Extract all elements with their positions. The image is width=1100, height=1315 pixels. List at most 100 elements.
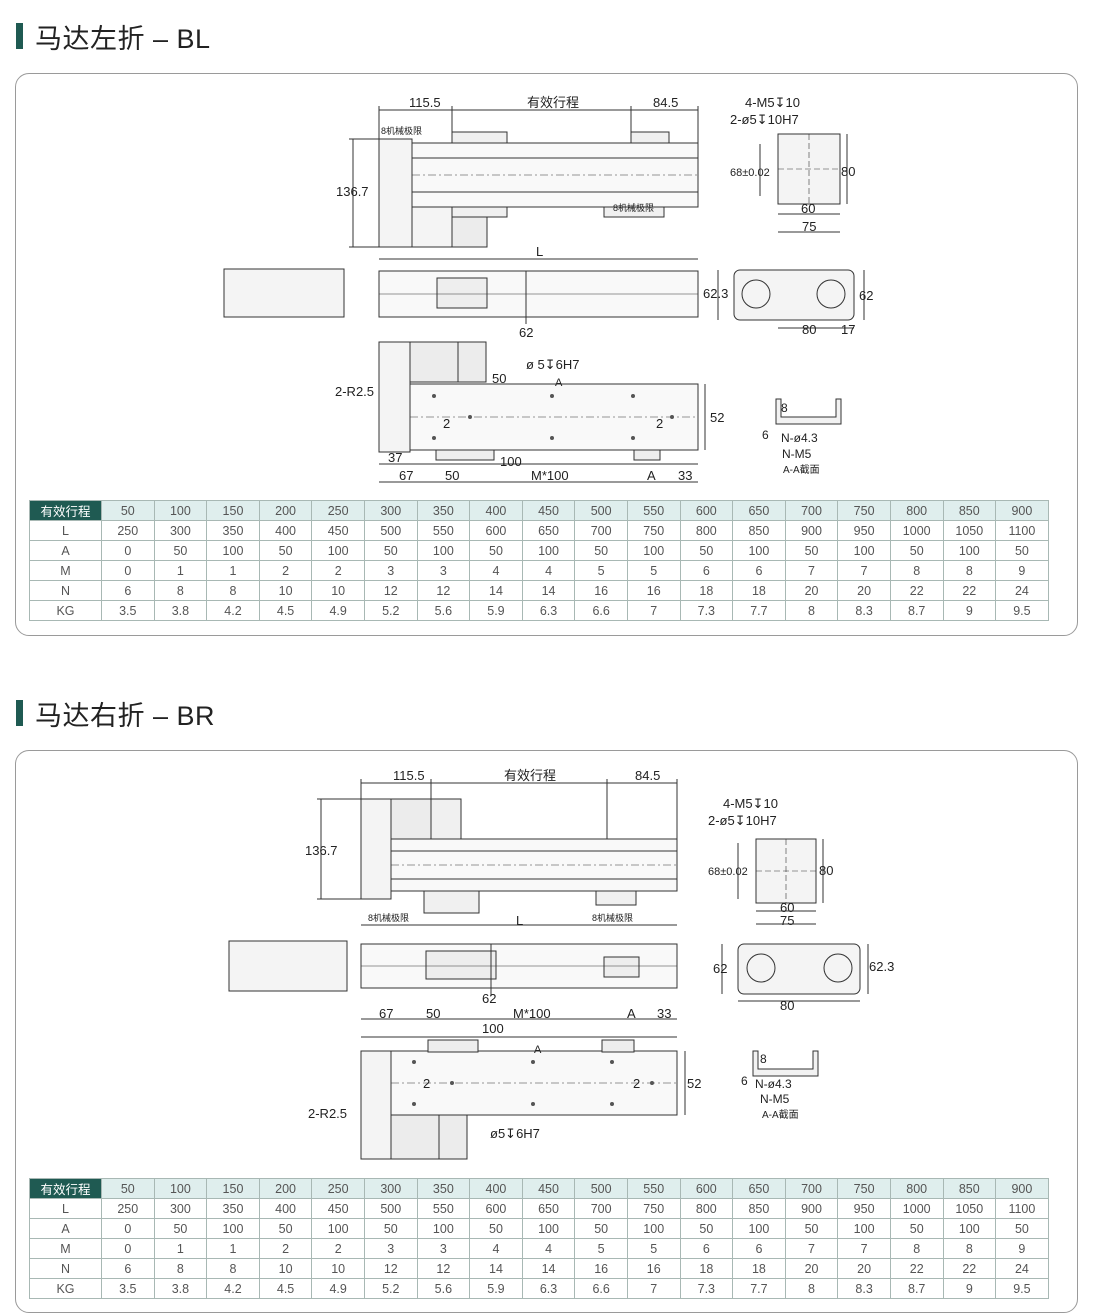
dim-67: 67: [379, 1006, 393, 1021]
header-stroke-cell: 100: [153, 500, 208, 521]
table-cell: 5: [574, 1238, 628, 1259]
dim-m100: M*100: [513, 1006, 551, 1021]
dim-L: L: [516, 913, 523, 928]
header-stroke-cell: 350: [416, 500, 471, 521]
dim-mech-limit-2: 8机械极限: [613, 202, 654, 213]
table-cell: 8: [942, 560, 997, 581]
table-cell: 50: [784, 1218, 839, 1239]
row-label-cell: M: [29, 560, 102, 581]
table-cell: 7.7: [732, 600, 786, 621]
header-stroke-cell: 600: [679, 500, 734, 521]
table-cell: 12: [363, 1258, 418, 1279]
table-cell: 6.3: [521, 1278, 576, 1299]
table-cell: 800: [679, 1198, 734, 1219]
motor-side-view: [228, 940, 348, 992]
header-label-cell: 有效行程: [29, 500, 102, 521]
table-cell: 4: [469, 560, 523, 581]
table-cell: 1100: [995, 520, 1049, 541]
table-cell: 50: [995, 540, 1049, 561]
table-cell: 7.7: [732, 1278, 786, 1299]
row-label-cell: L: [29, 520, 102, 541]
dim-50: 50: [426, 1006, 440, 1021]
table-cell: 700: [574, 1198, 628, 1219]
row-label-cell: A: [29, 1218, 102, 1239]
table-cell: 8.3: [837, 1278, 891, 1299]
end-view-middle: [737, 943, 861, 995]
dim-80: 80: [819, 863, 833, 878]
header-stroke-cell: 250: [311, 500, 365, 521]
table-cell: 350: [206, 520, 260, 541]
table-cell: 16: [574, 1258, 628, 1279]
table-cell: 7: [626, 600, 681, 621]
table-cell: 100: [521, 1218, 576, 1239]
dim-17: 17: [841, 322, 855, 337]
table-cell: 50: [995, 1218, 1049, 1239]
table-cell: 350: [206, 1198, 260, 1219]
table-cell: 18: [732, 1258, 786, 1279]
dim-A: A: [647, 468, 656, 483]
table-cell: 7: [626, 1278, 681, 1299]
table-cell: 400: [258, 1198, 313, 1219]
dim-mech-limit-2: 8机械极限: [592, 912, 633, 923]
table-cell: 600: [469, 520, 523, 541]
dim-62-3: 62.3: [869, 959, 894, 974]
table-cell: 4.5: [258, 600, 313, 621]
table-cell: 5.6: [416, 600, 471, 621]
row-label-cell: N: [29, 1258, 102, 1279]
table-cell: 4: [521, 1238, 576, 1259]
table-cell: 5: [626, 1238, 681, 1259]
dim-115-5: 115.5: [409, 95, 441, 110]
section-title-text: 马达右折 – BR: [35, 700, 216, 731]
table-cell: 14: [469, 580, 523, 601]
table-cell: 750: [626, 1198, 681, 1219]
table-cell: 50: [889, 1218, 944, 1239]
dim-effective-stroke: 有效行程: [504, 768, 556, 783]
table-cell: 950: [837, 1198, 891, 1219]
dim-115-5: 115.5: [393, 768, 425, 783]
dim-A: A: [627, 1006, 636, 1021]
table-cell: 400: [258, 520, 313, 541]
table-cell: 8.7: [889, 600, 944, 621]
dim-62: 62: [519, 325, 533, 340]
dim-50-bottom: 50: [445, 468, 459, 483]
header-stroke-cell: 700: [784, 1178, 839, 1199]
header-stroke-cell: 650: [732, 1178, 786, 1199]
table-cell: 2: [258, 1238, 313, 1259]
table-cell: 2: [311, 1238, 365, 1259]
rail-body-top: [411, 142, 699, 208]
table-cell: 6: [679, 560, 734, 581]
dim-m100: M*100: [531, 468, 569, 483]
dim-2-left: 2: [443, 416, 450, 431]
table-cell: 50: [469, 1218, 523, 1239]
row-label-cell: M: [29, 1238, 102, 1259]
table-cell: 300: [153, 520, 208, 541]
table-cell: 100: [311, 1218, 365, 1239]
dim-80: 80: [841, 164, 855, 179]
table-cell: 4.2: [206, 600, 260, 621]
table-cell: 5: [626, 560, 681, 581]
table-cell: 100: [732, 1218, 786, 1239]
header-stroke-cell: 850: [942, 1178, 997, 1199]
table-cell: 0: [101, 1218, 155, 1239]
table-cell: 6.6: [574, 1278, 628, 1299]
dim-62-left: 62: [713, 961, 727, 976]
dim-60: 60: [780, 900, 794, 915]
dim-100: 100: [482, 1021, 504, 1036]
table-cell: 100: [416, 1218, 471, 1239]
table-cell: 50: [258, 1218, 313, 1239]
dim-n-4-3: N-ø4.3: [781, 431, 818, 445]
table-cell: 3.5: [101, 1278, 155, 1299]
table-cell: 8: [889, 1238, 944, 1259]
section-mark-a: A: [534, 1044, 542, 1056]
section-aa-label: A-A截面: [783, 463, 820, 476]
table-cell: 18: [732, 580, 786, 601]
table-cell: 50: [679, 1218, 734, 1239]
table-cell: 100: [942, 540, 997, 561]
table-cell: 10: [311, 1258, 365, 1279]
dim-50: 50: [492, 371, 506, 386]
